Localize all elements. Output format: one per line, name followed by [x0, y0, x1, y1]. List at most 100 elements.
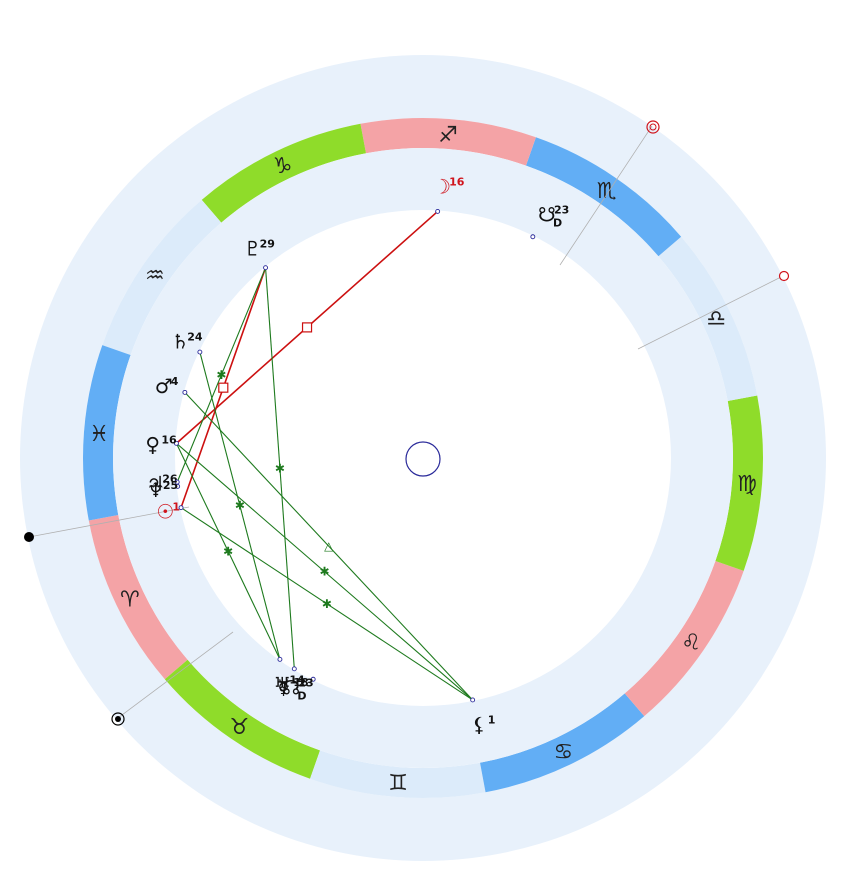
planet-mars: ♂︎4	[155, 374, 188, 398]
taurus-sign-icon: ♉︎	[230, 715, 250, 740]
ascendant-marker-icon	[24, 532, 34, 542]
sextile-aspect-icon: ✱	[320, 565, 330, 579]
ic-marker-dot	[115, 716, 121, 722]
planet-sun: ☉︎1	[156, 499, 184, 523]
sign-segment-aries	[88, 515, 188, 680]
mercury-icon: ☿︎	[277, 675, 289, 699]
pluto-position-dot	[263, 265, 269, 271]
sagittarius-sign-icon: ♐︎	[438, 123, 458, 148]
neptune-icon: ♆︎	[147, 478, 165, 502]
sign-segment-taurus	[164, 659, 321, 779]
moon-icon: ☽︎	[433, 174, 451, 198]
south-node-degree-label: 23	[554, 203, 569, 216]
jupiter-degree-label: 26	[162, 473, 178, 486]
zodiac-sign-ring: ♈︎♉︎♊︎♋︎♌︎♍︎♎︎♏︎♐︎♑︎♒︎♓︎	[82, 117, 763, 798]
north-node-degree-label: 23	[298, 676, 313, 689]
venus-icon: ♀︎	[145, 433, 160, 457]
uranus-degree-label: 14	[289, 673, 305, 686]
chiron-icon: ⚸︎	[472, 712, 487, 736]
north-node-icon: ☊︎	[282, 675, 300, 699]
north-node-direct-label: D	[297, 689, 306, 702]
planet-mercury: ☿︎ 18	[277, 666, 309, 699]
aspect-pluto-mercury	[265, 267, 295, 669]
sun-icon: ☉︎	[156, 499, 174, 523]
center-circle	[405, 441, 441, 477]
square-aspect-icon	[218, 382, 229, 393]
saturn-icon: ♄︎	[171, 329, 189, 353]
neptune-position-dot	[174, 479, 180, 485]
libra-sign-icon: ♎︎	[706, 307, 726, 332]
uranus-position-dot	[277, 656, 283, 662]
sign-segment-pisces	[82, 345, 131, 521]
moon-position-dot	[435, 208, 441, 214]
aspect-venus-chiron	[176, 442, 474, 701]
virgo-sign-icon: ♍︎	[737, 472, 757, 497]
ic-line	[117, 631, 234, 719]
mars-position-dot	[182, 389, 188, 395]
sign-segment-libra	[658, 236, 758, 401]
mc-line	[559, 125, 653, 266]
south-node-icon: ☋︎	[538, 202, 556, 226]
planet-pluto: ♇︎29	[244, 236, 275, 271]
planet-chiron: ⚸︎1	[470, 697, 495, 736]
cusp-marker-icon	[778, 270, 790, 282]
pluto-icon: ♇︎	[244, 236, 262, 260]
venus-position-dot	[173, 440, 179, 446]
sign-segment-scorpio	[525, 137, 682, 257]
aspect-mars-chiron	[184, 392, 474, 701]
sextile-aspect-icon: ✱	[275, 461, 285, 475]
mars-degree-label: 4	[171, 375, 179, 388]
planet-jupiter: ♃︎26	[146, 472, 181, 496]
mercury-position-dot	[291, 666, 297, 672]
chiron-position-dot	[470, 697, 476, 703]
sign-segment-virgo	[715, 395, 763, 571]
uranus-icon: ♅︎	[273, 672, 291, 696]
planet-uranus: ♅︎14	[273, 656, 305, 696]
cusp-line	[637, 275, 784, 350]
planet-north-node: ☊︎23D	[282, 675, 316, 702]
saturn-degree-label: 24	[187, 330, 203, 343]
saturn-position-dot	[197, 349, 203, 355]
sign-segment-aquarius	[102, 199, 222, 356]
ic-marker-icon	[111, 712, 125, 726]
planet-neptune: ♆︎25	[147, 478, 180, 502]
mc-marker-dot	[649, 123, 657, 131]
south-node-direct-label: D	[553, 216, 562, 229]
venus-degree-label: 16	[161, 434, 177, 447]
gemini-sign-icon: ♊︎	[388, 771, 408, 796]
scorpio-sign-icon: ♏︎	[597, 179, 617, 204]
planet-south-node: ☋︎23D	[530, 202, 569, 240]
leo-sign-icon: ♌︎	[681, 631, 701, 656]
house-cusps	[24, 120, 790, 726]
sun-degree-label: 1	[172, 500, 180, 513]
aspect-venus-uranus	[175, 443, 281, 660]
sign-segment-cancer	[480, 693, 645, 793]
sun-position-dot	[178, 505, 184, 511]
mc-marker-icon	[646, 120, 660, 134]
sign-segment-gemini	[310, 750, 486, 798]
mercury-degree-label: 18	[293, 676, 308, 689]
planet-moon: ☽︎16	[433, 174, 465, 214]
sextile-aspect-icon: ✱	[235, 499, 245, 513]
aspect-lines: ✱△✱✱✱✱✱	[175, 210, 474, 701]
sextile-aspect-icon: ✱	[322, 597, 332, 611]
asc-line	[28, 506, 190, 538]
aquarius-sign-icon: ♒︎	[145, 263, 165, 288]
planet-layer: ☉︎1☽︎16☿︎18♀︎16♂︎4♃︎26♄︎24♅︎14♆︎25♇︎29☊︎…	[145, 174, 569, 736]
jupiter-icon: ♃︎	[146, 472, 164, 496]
mars-icon: ♂︎	[155, 374, 173, 398]
pluto-degree-label: 29	[260, 237, 275, 250]
capricorn-sign-icon: ♑︎	[273, 154, 293, 179]
north-node-position-dot	[310, 676, 316, 682]
aspect-pluto-neptune	[176, 267, 267, 483]
neptune-degree-label: 25	[163, 479, 178, 492]
cancer-sign-icon: ♋︎	[554, 740, 574, 765]
sextile-aspect-icon: ✱	[223, 544, 233, 558]
square-aspect-icon	[301, 322, 313, 333]
sign-segment-capricorn	[201, 123, 366, 223]
moon-degree-label: 16	[449, 175, 465, 188]
pisces-sign-icon: ♓︎	[89, 422, 109, 447]
aspect-sun-chiron	[180, 507, 473, 701]
planet-saturn: ♄︎24	[171, 329, 203, 355]
sign-segment-leo	[624, 560, 744, 717]
